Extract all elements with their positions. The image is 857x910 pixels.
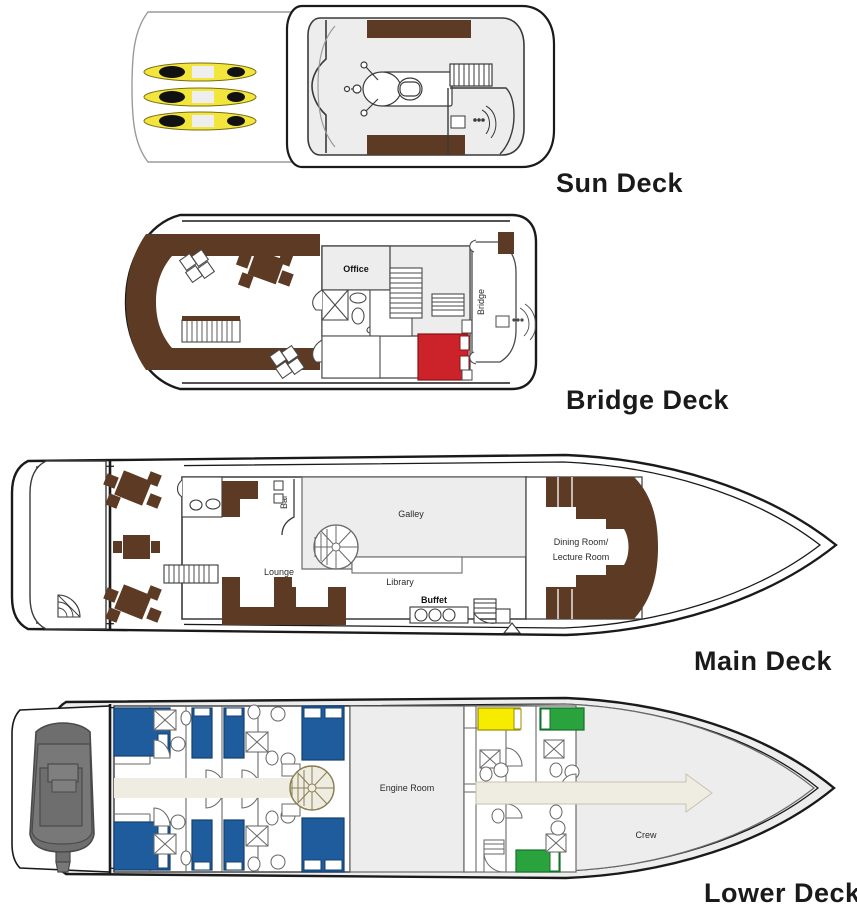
cabin-bed-2 <box>191 707 213 759</box>
room-label-bridge: Bridge <box>476 289 486 315</box>
room-library <box>351 556 463 574</box>
radar-arc-icon <box>473 105 497 139</box>
jacuzzi <box>343 61 453 117</box>
locker-lower <box>281 803 301 817</box>
sun-deck-aft-wall <box>450 87 515 155</box>
teak-sofa-upper <box>222 481 258 517</box>
kayak-3 <box>143 111 257 131</box>
teak-seat-lines <box>557 477 624 619</box>
room-label-dining-2: Lecture Room <box>553 552 610 562</box>
deck-title-bridge: Bridge Deck <box>566 385 730 415</box>
room-label-engine-room: Engine Room <box>380 783 435 793</box>
deck-bridge: Office Bridge <box>120 212 540 392</box>
bridge-nook-2 <box>312 339 323 363</box>
corridor <box>114 778 294 798</box>
cabin-bed-3 <box>223 707 245 759</box>
room-label-library: Library <box>386 577 414 587</box>
teak-sofa-lounge-right <box>278 587 346 625</box>
captain-cabin-bed <box>417 333 470 381</box>
teak-deck-aft <box>126 234 320 370</box>
room-label-lounge: Lounge <box>264 567 294 577</box>
radar-arc-icon <box>512 303 536 341</box>
spiral-staircase <box>313 524 359 570</box>
dining-table-outdoor <box>235 249 294 289</box>
deck-sun <box>130 4 560 169</box>
bar-stool-1 <box>273 480 284 491</box>
spiral-staircase <box>289 765 335 811</box>
stair-to-lower <box>473 598 511 624</box>
outdoor-dining-tables <box>103 470 162 623</box>
crew-bathrooms <box>479 739 580 853</box>
cabin-bed-7 <box>223 819 245 871</box>
deck-lower: Engine Room Crew <box>6 692 851 887</box>
stair-rail <box>449 63 493 87</box>
room-label-galley: Galley <box>398 509 424 519</box>
table-1 <box>103 470 162 509</box>
sun-deck-plan <box>131 4 556 169</box>
room-engine <box>349 705 465 873</box>
crew-cabins-green <box>515 707 585 873</box>
sun-loungers <box>178 248 306 380</box>
teak-corner-patch <box>498 232 514 254</box>
table-3 <box>103 584 162 623</box>
table-2 <box>113 535 160 559</box>
main-deck-stairs <box>163 564 219 584</box>
lower-deck-plan: Engine Room Crew <box>11 696 836 880</box>
sun-deck-aft-platform <box>131 11 306 163</box>
guest-cabins-blue <box>113 705 345 873</box>
bow-arrow-corridor <box>475 773 713 813</box>
room-office <box>321 245 391 291</box>
bar-stool-2 <box>273 493 284 504</box>
main-deck-toilet <box>176 476 223 518</box>
helm-console <box>495 315 510 328</box>
bridge-lower-room <box>321 335 381 379</box>
bridge-door-bottom <box>469 351 477 365</box>
deck-main: Galley Library Lounge Bar Buffet <box>6 447 851 647</box>
main-deck-plan: Galley Library Lounge Bar Buffet <box>10 453 838 637</box>
cabin-bed-6 <box>191 819 213 871</box>
kayaks <box>143 62 257 131</box>
tender-dinghy <box>29 722 95 873</box>
stair-aft-bridge <box>181 316 241 343</box>
crew-cabin-green-1 <box>539 707 585 731</box>
bridge-deck-plan: Office Bridge <box>124 213 538 391</box>
teak-sunbed-panel-forward <box>367 20 471 38</box>
main-deck-swim-platform <box>29 460 107 630</box>
bridge-nook-1 <box>312 289 323 311</box>
cabin-bed-8 <box>301 817 345 873</box>
bridge-door-top <box>469 239 477 253</box>
buffet-counter <box>409 606 469 624</box>
kayak-2 <box>143 87 257 107</box>
sun-deck-arc-detail <box>317 25 336 148</box>
room-label-crew: Crew <box>635 830 657 840</box>
sun-deck-curved-partition <box>311 20 327 153</box>
sun-deck-locker <box>450 115 466 129</box>
deck-title-lower: Lower Deck <box>704 878 857 908</box>
room-label-bar: Bar <box>279 495 289 509</box>
cabin-bed-4 <box>301 705 345 761</box>
stairs <box>389 267 465 319</box>
kayak-1 <box>143 62 257 82</box>
teak-deck-foredeck <box>546 477 658 619</box>
crew-stairs <box>483 839 505 873</box>
main-deck-bow-hatch <box>502 622 522 634</box>
crew-cabin-green-2 <box>515 849 561 873</box>
crew-cabin-yellow <box>477 707 522 731</box>
deck-title-main: Main Deck <box>694 646 833 676</box>
bedside-table-1 <box>461 319 473 334</box>
teak-sofa-lounge-left <box>222 577 292 625</box>
bar-counter <box>281 479 295 536</box>
deck-title-sun: Sun Deck <box>556 168 684 198</box>
room-label-office: Office <box>343 264 369 274</box>
room-label-dining-1: Dining Room/ <box>554 537 609 547</box>
aft-spiral-stair <box>57 594 81 618</box>
teak-sunbed-panel-aft <box>367 135 465 155</box>
room-label-buffet: Buffet <box>421 595 447 605</box>
bedside-table-2 <box>461 369 473 381</box>
